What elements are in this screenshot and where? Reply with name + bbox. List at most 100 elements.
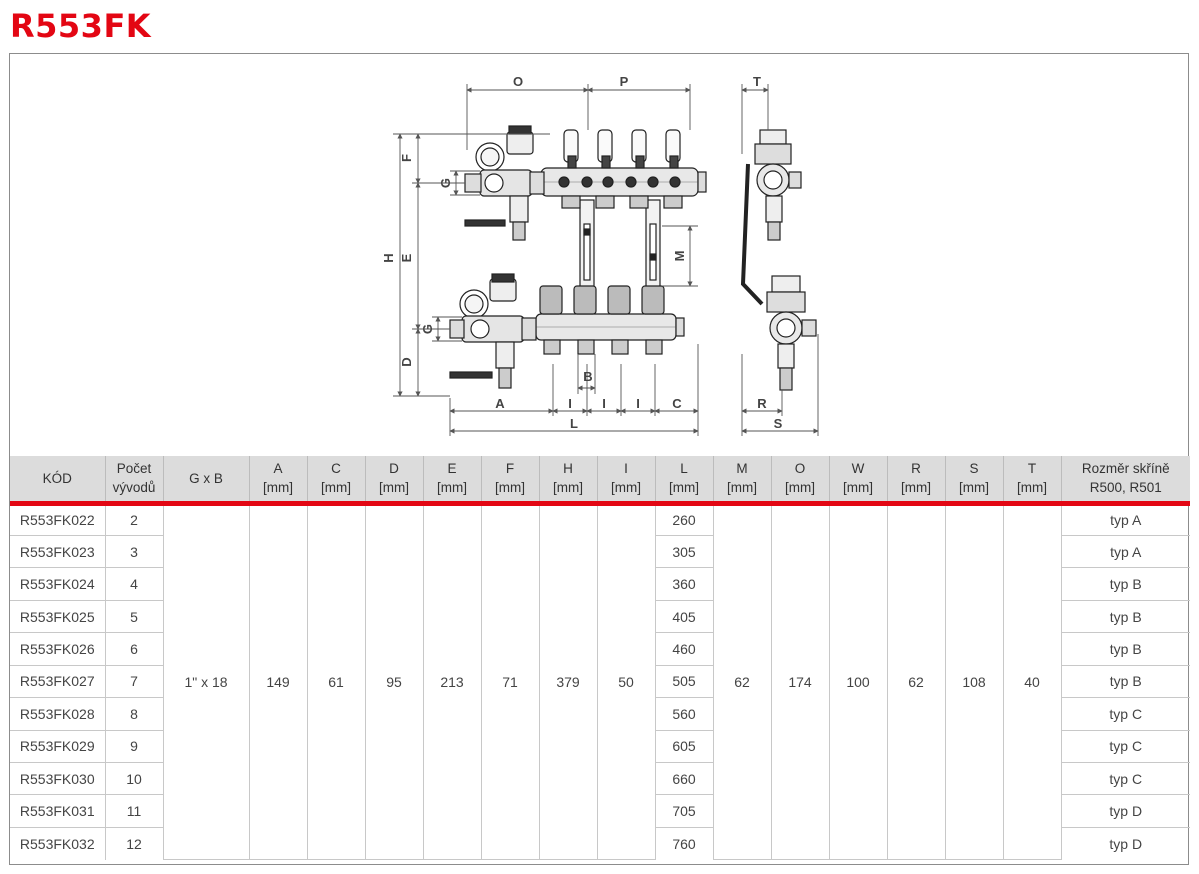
cell-l: 405 [654,599,714,634]
column-header-title: A [273,461,283,477]
cell-rozmer-skrine: typ B [1060,599,1190,634]
column-header-t: T[mm] [1002,456,1062,506]
column-header-title: M [736,461,748,477]
cell-l: 760 [654,826,714,860]
column-header-title: I [624,461,628,477]
product-sheet-frame: O P T F G H E M G D B A I I I C L R S [9,53,1190,865]
cell-kod: R553FK031 [10,794,106,828]
cell-f: 71 [480,503,540,861]
dim-label-a: A [495,396,505,411]
column-header-subtitle: [mm] [263,480,293,496]
column-header-title: C [331,461,341,477]
cell-l: 605 [654,729,714,764]
column-header-title: Počet [116,461,152,477]
dimension-label-group: O P T F G H E M G D B A I I I C L R S [381,74,783,431]
column-header-a: A [mm] [248,456,308,506]
column-header-m: M [mm] [712,456,772,506]
dim-label-i-2: I [602,396,606,411]
cell-gxb: 1" x 18 [162,503,250,861]
lower-ball-valve-thermometer [449,273,537,389]
column-header-subtitle: [mm] [843,480,873,496]
column-header-title: H [563,461,573,477]
dim-label-c: C [672,396,682,411]
cell-kod: R553FK022 [10,503,106,536]
dim-label-e: E [399,253,414,262]
cell-rozmer-skrine: typ B [1060,632,1190,666]
cell-o: 174 [770,503,830,861]
cell-l: 260 [654,503,714,536]
column-header-l: L [mm] [654,456,714,506]
dim-label-l: L [570,416,578,431]
cell-pocet-vyvodu: 8 [104,697,164,731]
cell-s: 108 [944,503,1004,861]
upper-outlet-fittings [561,195,683,209]
cell-rozmer-skrine: typ A [1060,503,1190,536]
column-header-subtitle: [mm] [727,480,757,496]
lower-manifold [535,285,685,355]
dim-label-b: B [583,369,592,384]
dim-label-i-1: I [568,396,572,411]
cell-rozmer-skrine: typ C [1060,697,1190,731]
cell-rozmer-skrine: typ C [1060,761,1190,796]
side-view [740,129,817,391]
column-header-d: D[mm] [364,456,424,506]
column-header-subtitle: [mm] [785,480,815,496]
cell-l: 505 [654,664,714,699]
cell-pocet-vyvodu: 2 [104,503,164,536]
cell-rozmer-skrine: typ D [1060,794,1190,828]
cell-kod: R553FK026 [10,632,106,666]
column-header-r: R[mm] [886,456,946,506]
dim-label-i-3: I [636,396,640,411]
cell-rozmer-skrine: typ B [1060,664,1190,699]
column-header-subtitle: [mm] [669,480,699,496]
cell-kod: R553FK024 [10,567,106,601]
cell-pocet-vyvodu: 11 [104,794,164,828]
cell-kod: R553FK023 [10,534,106,569]
dim-label-g-top: G [438,178,453,188]
column-header-subtitle: [mm] [959,480,989,496]
cell-kod: R553FK032 [10,826,106,860]
column-header-kod: KÓD [10,456,106,506]
cell-rozmer-skrine: typ A [1060,534,1190,569]
flow-meter-tubes [579,199,661,311]
column-header-title: T [1027,461,1037,477]
cell-kod: R553FK027 [10,664,106,699]
cell-pocet-vyvodu: 6 [104,632,164,666]
cell-l: 660 [654,761,714,796]
cell-rozmer-skrine: typ B [1060,567,1190,601]
cell-kod: R553FK025 [10,599,106,634]
column-header-i: I[mm] [596,456,656,506]
dimension-lines [393,84,819,436]
cell-kod: R553FK028 [10,697,106,731]
column-header-subtitle: [mm] [553,480,583,496]
cell-pocet-vyvodu: 12 [104,826,164,860]
cell-kod: R553FK030 [10,761,106,796]
column-header-title: F [505,461,515,477]
cell-i: 50 [596,503,656,861]
cell-a: 149 [248,503,308,861]
cell-pocet-vyvodu: 7 [104,664,164,699]
dim-label-m: M [672,251,687,262]
dim-label-t: T [753,74,761,89]
cell-w: 100 [828,503,888,861]
cell-c: 61 [306,503,366,861]
cell-l: 560 [654,697,714,731]
column-header-title: W [851,461,865,477]
column-header-h: H [mm] [538,456,598,506]
cell-rozmer-skrine: typ C [1060,729,1190,764]
upper-valve-caps [563,129,681,169]
cell-t: 40 [1002,503,1062,861]
column-header-title: L [680,461,688,477]
column-header-title: R [911,461,921,477]
column-header-c: C[mm] [306,456,366,506]
column-header-title: Rozměr skříně [1081,461,1170,477]
cell-l: 705 [654,794,714,828]
